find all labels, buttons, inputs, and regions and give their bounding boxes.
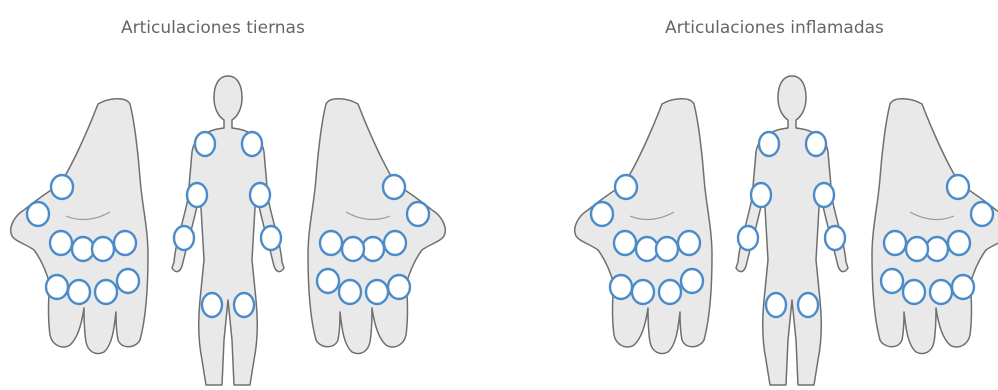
tender-right-hand-joint-7[interactable] — [388, 275, 410, 299]
swollen-right-hand-joint-7[interactable] — [952, 275, 974, 299]
right-hand-outline — [308, 99, 445, 354]
tender-joints-panel — [11, 76, 446, 385]
swollen-right-hand-joint-3[interactable] — [948, 231, 970, 255]
tender-body-joint-8[interactable] — [234, 293, 254, 317]
swollen-left-hand-joint-1[interactable] — [615, 175, 637, 199]
tender-left-hand-joint-5[interactable] — [92, 237, 114, 261]
tender-right-hand-joint-3[interactable] — [384, 231, 406, 255]
swollen-body-joint-7[interactable] — [766, 293, 786, 317]
left-hand-outline — [11, 99, 148, 354]
swollen-left-hand-joint-8[interactable] — [632, 280, 654, 304]
swollen-body-joint-4[interactable] — [814, 183, 834, 207]
tender-left-hand-joint-1[interactable] — [51, 175, 73, 199]
swollen-left-hand-joint-5[interactable] — [656, 237, 678, 261]
tender-left-hand-joint-10[interactable] — [117, 269, 139, 293]
swollen-right-hand-joint-8[interactable] — [930, 280, 952, 304]
tender-body-joint-3[interactable] — [187, 183, 207, 207]
tender-right-hand-joint-4[interactable] — [362, 237, 384, 261]
tender-left-hand-joint-8[interactable] — [68, 280, 90, 304]
tender-body-joint-5[interactable] — [174, 226, 194, 250]
tender-body-joint-6[interactable] — [261, 226, 281, 250]
swollen-left-hand-joint-4[interactable] — [636, 237, 658, 261]
swollen-body-joint-2[interactable] — [806, 132, 826, 156]
swollen-right-hand-joint-9[interactable] — [903, 280, 925, 304]
tender-body-joint-7[interactable] — [202, 293, 222, 317]
tender-body-joint-1[interactable] — [195, 132, 215, 156]
left-hand — [11, 99, 148, 354]
swollen-right-hand-joint-2[interactable] — [971, 202, 993, 226]
swollen-body-joint-6[interactable] — [825, 226, 845, 250]
tender-left-hand-joint-6[interactable] — [114, 231, 136, 255]
swollen-right-hand-joint-1[interactable] — [947, 175, 969, 199]
tender-right-hand-joint-1[interactable] — [383, 175, 405, 199]
tender-left-hand-joint-2[interactable] — [27, 202, 49, 226]
right-hand — [308, 99, 445, 354]
swollen-left-hand-joint-10[interactable] — [681, 269, 703, 293]
tender-left-hand-joint-7[interactable] — [46, 275, 68, 299]
tender-left-hand-joint-4[interactable] — [72, 237, 94, 261]
swollen-left-hand-joint-7[interactable] — [610, 275, 632, 299]
swollen-body-joint-1[interactable] — [759, 132, 779, 156]
swollen-joints-panel — [575, 76, 998, 385]
tender-right-hand-joint-10[interactable] — [317, 269, 339, 293]
swollen-right-hand-joint-5[interactable] — [906, 237, 928, 261]
tender-right-hand-joint-2[interactable] — [407, 202, 429, 226]
swollen-left-hand-joint-3[interactable] — [614, 231, 636, 255]
swollen-right-hand-joint-6[interactable] — [884, 231, 906, 255]
swollen-left-hand-joint-9[interactable] — [659, 280, 681, 304]
tender-body-joint-4[interactable] — [250, 183, 270, 207]
swollen-body-joint-3[interactable] — [751, 183, 771, 207]
left-hand — [575, 99, 712, 354]
swollen-left-hand-joint-6[interactable] — [678, 231, 700, 255]
left-hand-outline — [575, 99, 712, 354]
tender-left-hand-joint-3[interactable] — [50, 231, 72, 255]
swollen-right-hand-joint-4[interactable] — [926, 237, 948, 261]
swollen-right-hand-joint-10[interactable] — [881, 269, 903, 293]
tender-body-joint-2[interactable] — [242, 132, 262, 156]
swollen-body-joint-8[interactable] — [798, 293, 818, 317]
tender-right-hand-joint-9[interactable] — [339, 280, 361, 304]
tender-right-hand-joint-8[interactable] — [366, 280, 388, 304]
tender-right-hand-joint-6[interactable] — [320, 231, 342, 255]
tender-right-hand-joint-5[interactable] — [342, 237, 364, 261]
tender-left-hand-joint-9[interactable] — [95, 280, 117, 304]
swollen-left-hand-joint-2[interactable] — [591, 202, 613, 226]
swollen-body-joint-5[interactable] — [738, 226, 758, 250]
